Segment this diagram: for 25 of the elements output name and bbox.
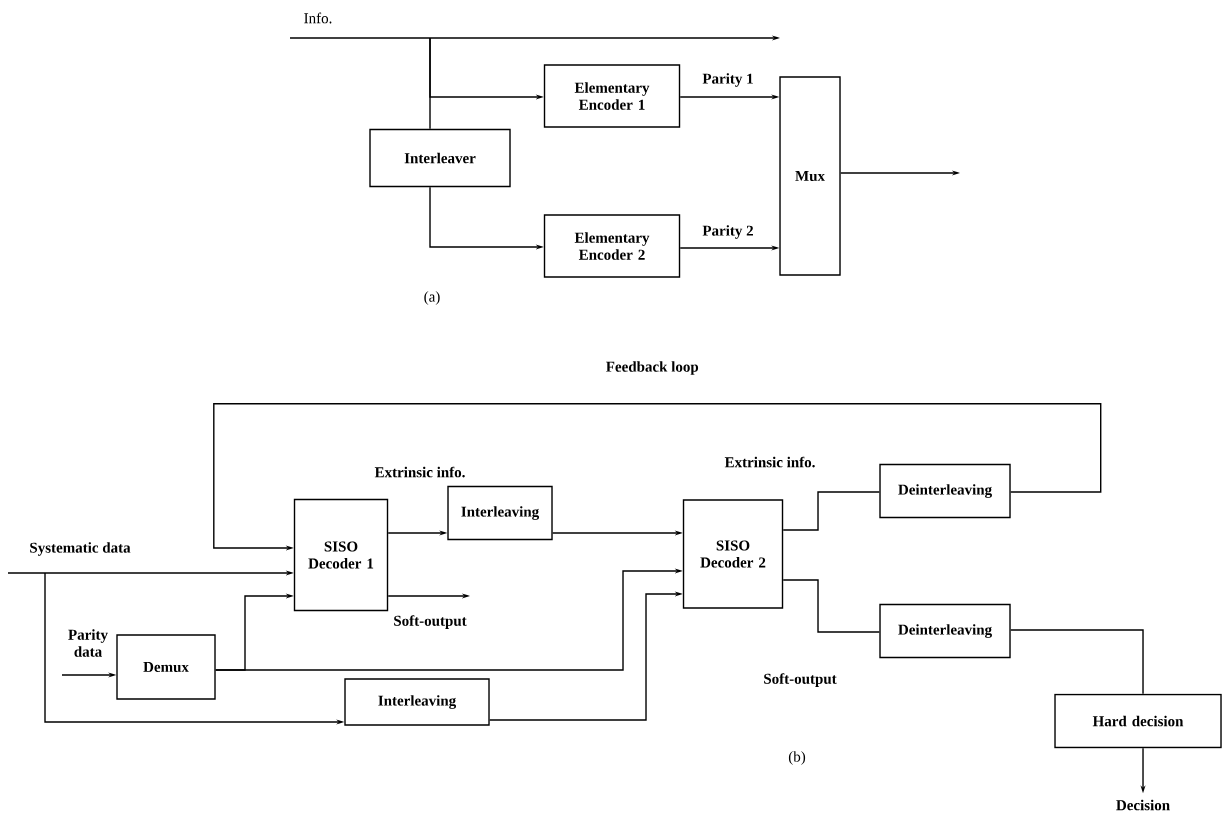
process-box: Interleaver bbox=[369, 128, 511, 188]
process-box: Deinterleaving bbox=[879, 463, 1011, 519]
caption-label: (b) bbox=[788, 751, 806, 765]
edge-label: Parity data bbox=[61, 628, 115, 658]
edge-label: Soft-output bbox=[762, 672, 838, 688]
caption-label: (a) bbox=[424, 291, 440, 305]
edge-label: Systematic data bbox=[28, 541, 132, 557]
edge-label: Parity 1 bbox=[701, 72, 755, 88]
process-box: SISO Decoder 2 bbox=[682, 499, 784, 609]
edge-label: Feedback loop bbox=[604, 360, 700, 376]
output-text: Decision bbox=[1116, 799, 1170, 811]
process-box: Mux bbox=[779, 76, 841, 276]
caption-label: Info. bbox=[304, 12, 332, 24]
edge-label: Extrinsic info. bbox=[723, 455, 817, 469]
edge-label: Parity 2 bbox=[701, 224, 755, 240]
process-box: Interleaving bbox=[344, 678, 490, 726]
process-box: Interleaving bbox=[447, 485, 553, 541]
process-box: Elementary Encoder 1 bbox=[543, 64, 681, 128]
edge-label: Extrinsic info. bbox=[373, 465, 467, 479]
process-box: Demux bbox=[116, 634, 216, 700]
process-box: Elementary Encoder 2 bbox=[543, 214, 681, 278]
process-box: Hard decision bbox=[1054, 693, 1222, 749]
process-box: Deinterleaving bbox=[879, 603, 1011, 659]
edge-label: Soft-output bbox=[392, 614, 468, 630]
process-box: SISO Decoder 1 bbox=[293, 498, 389, 612]
